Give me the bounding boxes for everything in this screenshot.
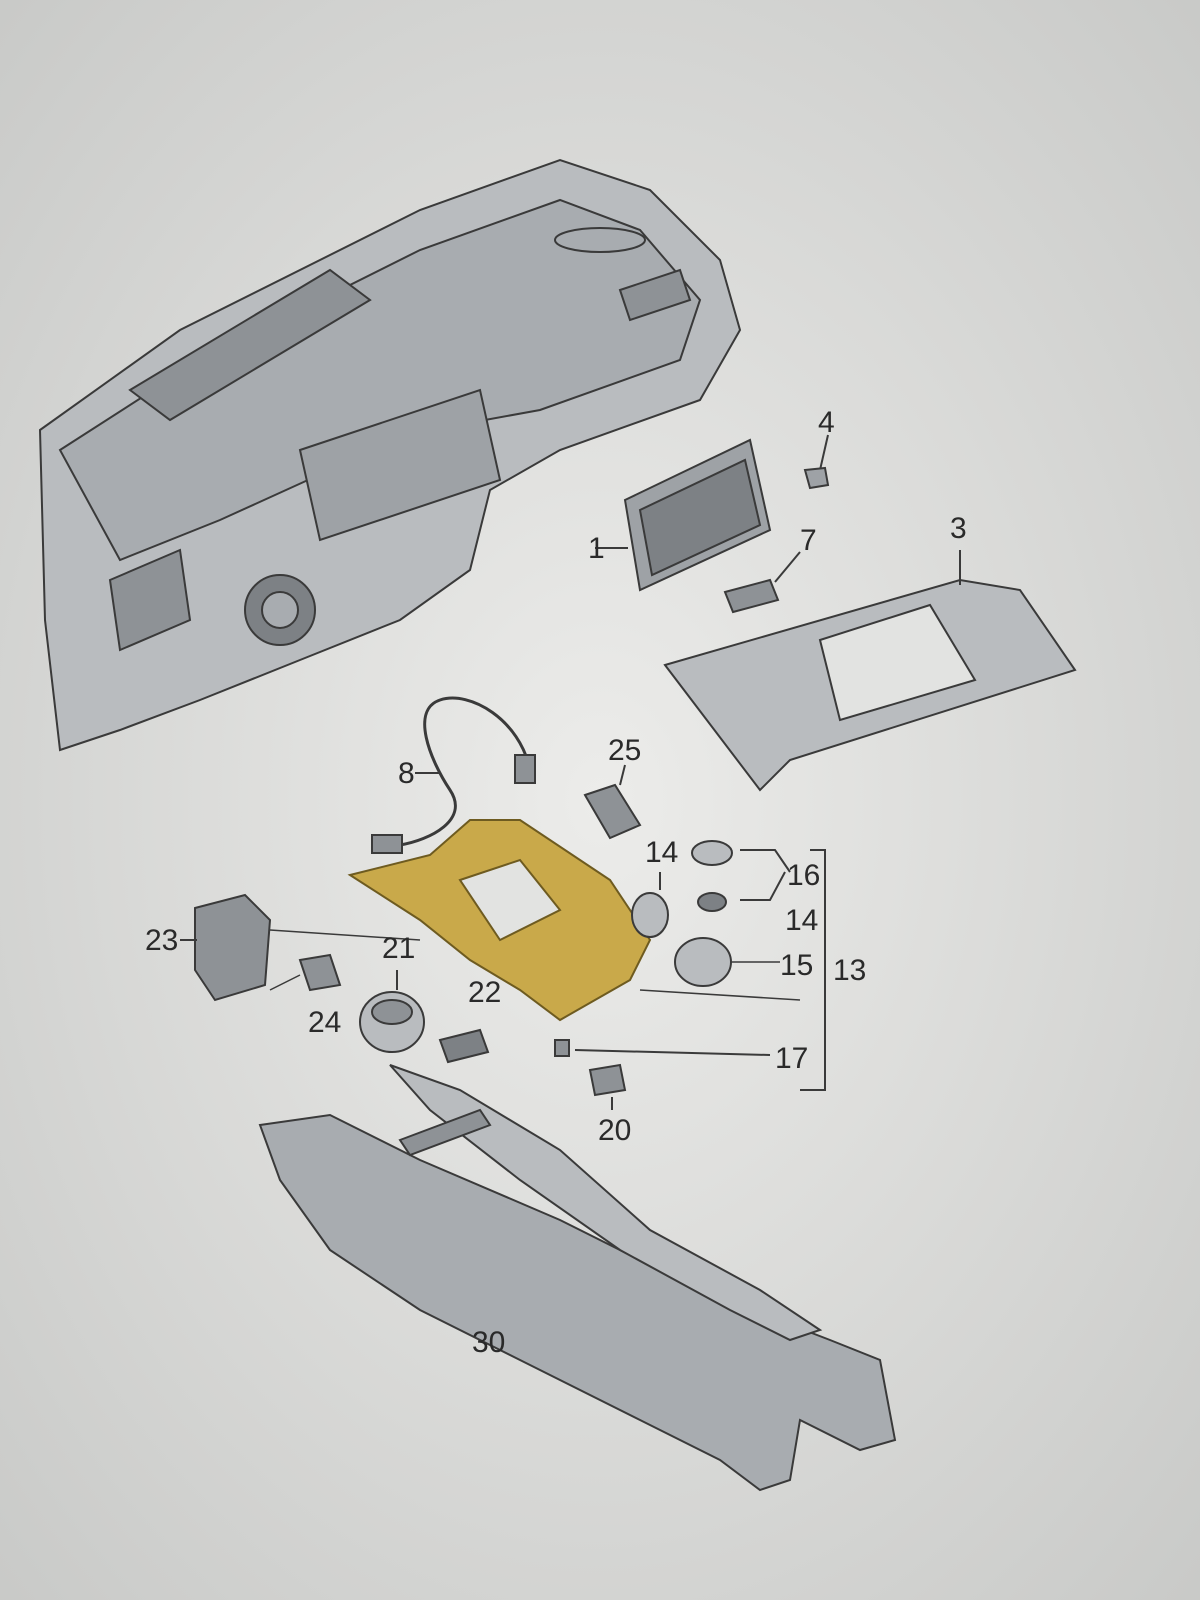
part-25-switch [583, 764, 642, 840]
callout-8: 8 [398, 757, 415, 790]
part-22-button [438, 1028, 490, 1064]
callout-25: 25 [608, 734, 641, 767]
part-14-15-16-cup-inserts [631, 840, 826, 1091]
callout-14-lower: 14 [785, 904, 818, 937]
part-7-module [723, 551, 801, 614]
part-30-center-console [258, 1064, 897, 1492]
callout-15: 15 [780, 949, 813, 982]
callout-21: 21 [382, 932, 415, 965]
part-24-connector [298, 953, 342, 992]
callout-7: 7 [800, 524, 817, 557]
part-4-screw [803, 434, 830, 490]
part-8-cable [371, 696, 536, 854]
callout-17: 17 [775, 1042, 808, 1075]
callout-23: 23 [145, 924, 178, 957]
callout-14-upper: 14 [645, 836, 678, 869]
callout-24: 24 [308, 1006, 341, 1039]
dashboard-assembly [38, 158, 742, 752]
part-21-socket [359, 970, 425, 1053]
callout-13: 13 [833, 954, 866, 987]
callout-4: 4 [818, 406, 835, 439]
part-20-connector [588, 1063, 627, 1110]
part-23-switch-block [180, 893, 272, 1002]
callout-3: 3 [950, 512, 967, 545]
callout-22: 22 [468, 976, 501, 1009]
callout-1: 1 [588, 532, 605, 565]
callout-20: 20 [598, 1114, 631, 1147]
leader-lines [269, 929, 801, 1001]
part-center-console-trim-highlighted [347, 819, 652, 1022]
part-17-clip [554, 1039, 771, 1057]
callout-16: 16 [787, 859, 820, 892]
part-1-display [595, 438, 772, 592]
callout-30: 30 [472, 1326, 505, 1359]
callout-labels: 1 3 4 7 8 13 14 14 15 16 17 20 21 22 23 … [145, 406, 967, 1359]
part-3-trim-bezel [663, 550, 1077, 792]
